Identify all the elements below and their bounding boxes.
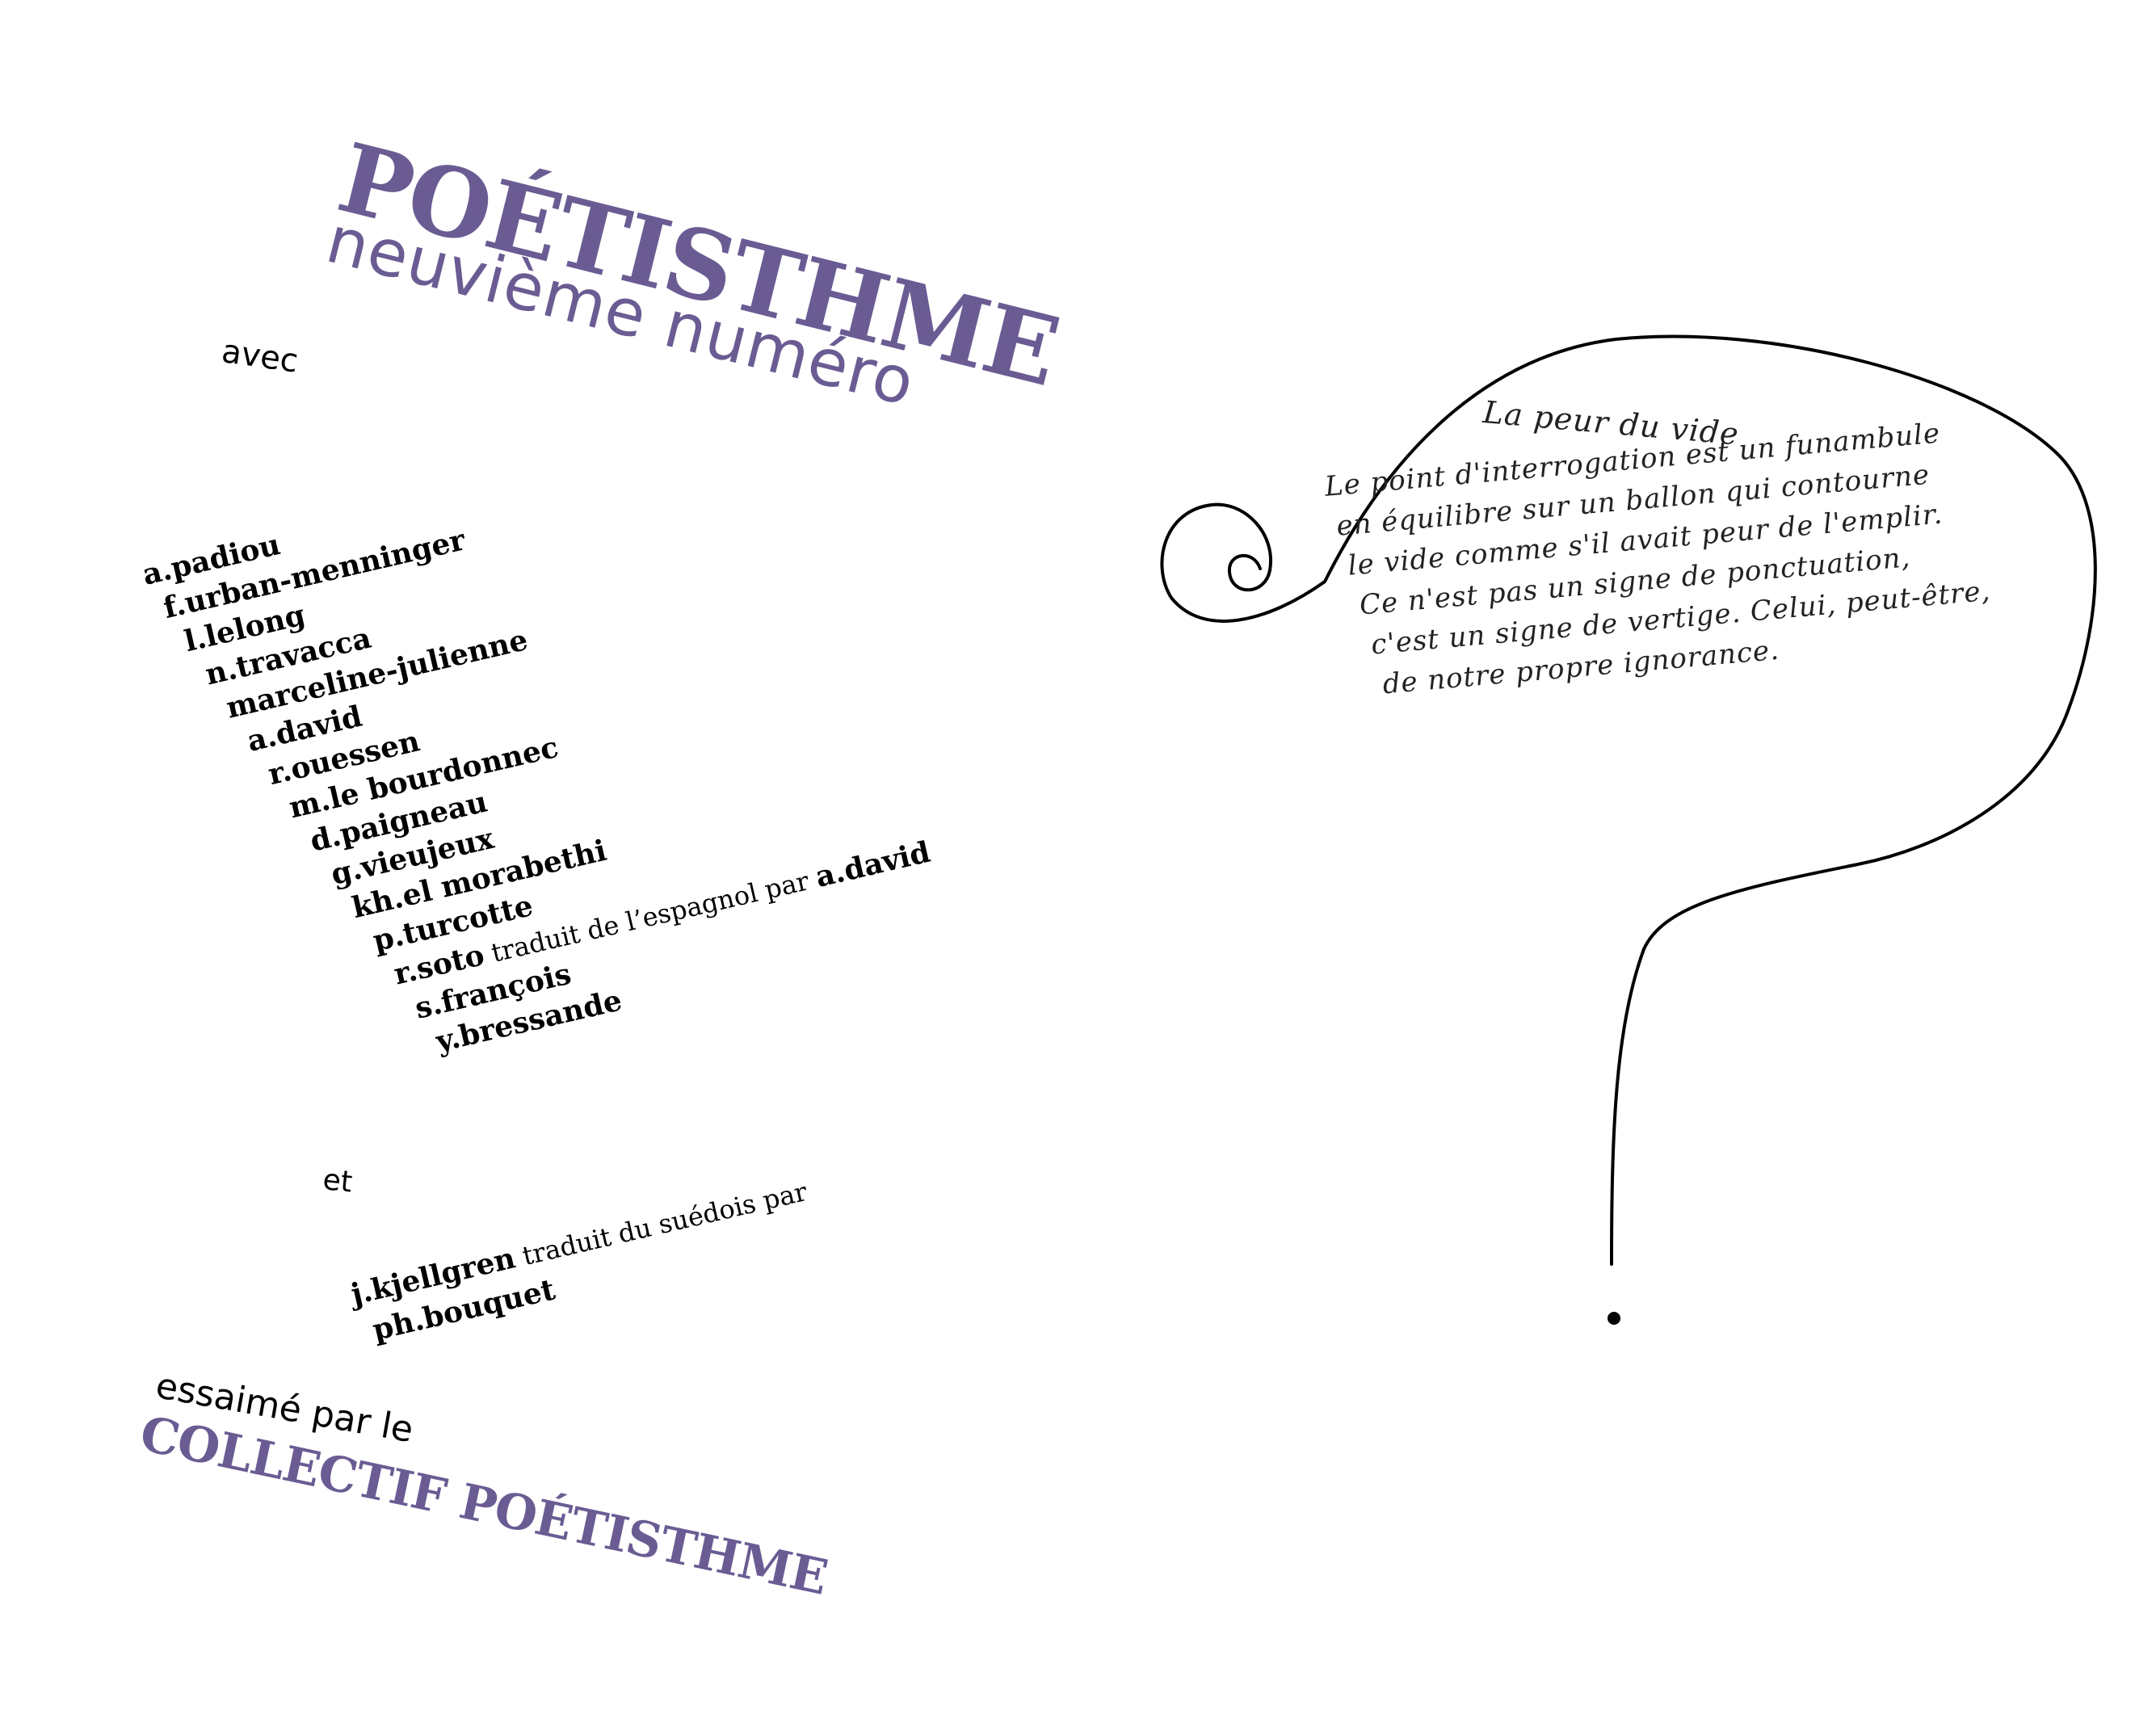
- question-mark-curve: [1160, 334, 2097, 1266]
- question-mark-dot: [1608, 1312, 1620, 1325]
